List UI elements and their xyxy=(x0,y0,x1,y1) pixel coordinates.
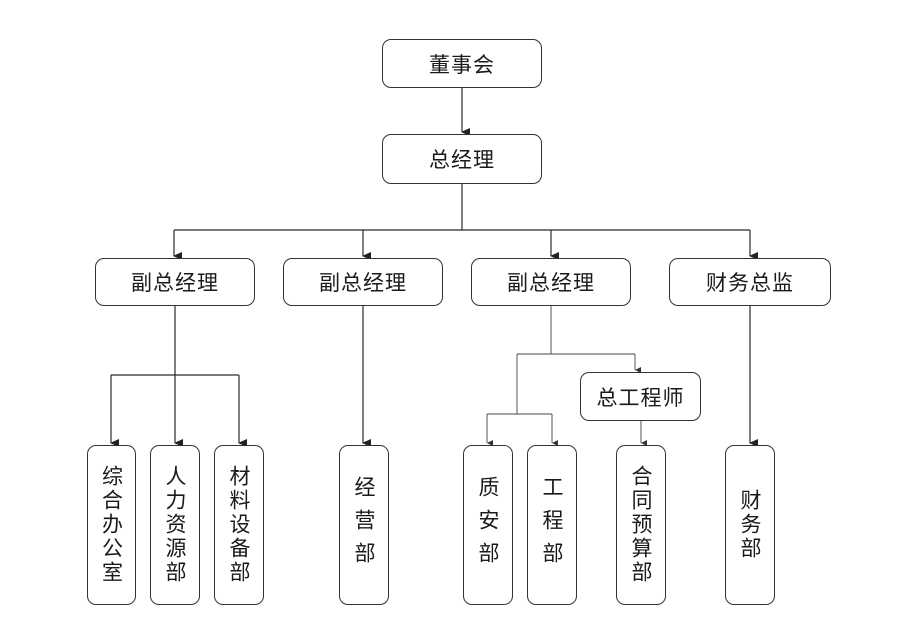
general-manager-box: 总经理 xyxy=(382,134,542,184)
dept-box-business: 经营部 xyxy=(339,445,389,605)
dept-box-contract-budget: 合同预算部 xyxy=(616,445,666,605)
dept-box-finance: 财务部 xyxy=(725,445,775,605)
dept-box-human-resources: 人力资源部 xyxy=(150,445,200,605)
finance-director-box: 财务总监 xyxy=(669,258,831,306)
dept-box-engineering: 工程部 xyxy=(527,445,577,605)
dept-box-materials-equipment: 材料设备部 xyxy=(214,445,264,605)
chief-engineer-box: 总工程师 xyxy=(580,372,701,421)
board-box: 董事会 xyxy=(382,39,542,88)
dept-box-quality-safety: 质安部 xyxy=(463,445,513,605)
deputy-gm-box-2: 副总经理 xyxy=(283,258,443,306)
deputy-gm-box-1: 副总经理 xyxy=(95,258,255,306)
dept-box-general-office: 综合办公室 xyxy=(87,445,136,605)
deputy-gm-box-3: 副总经理 xyxy=(471,258,631,306)
